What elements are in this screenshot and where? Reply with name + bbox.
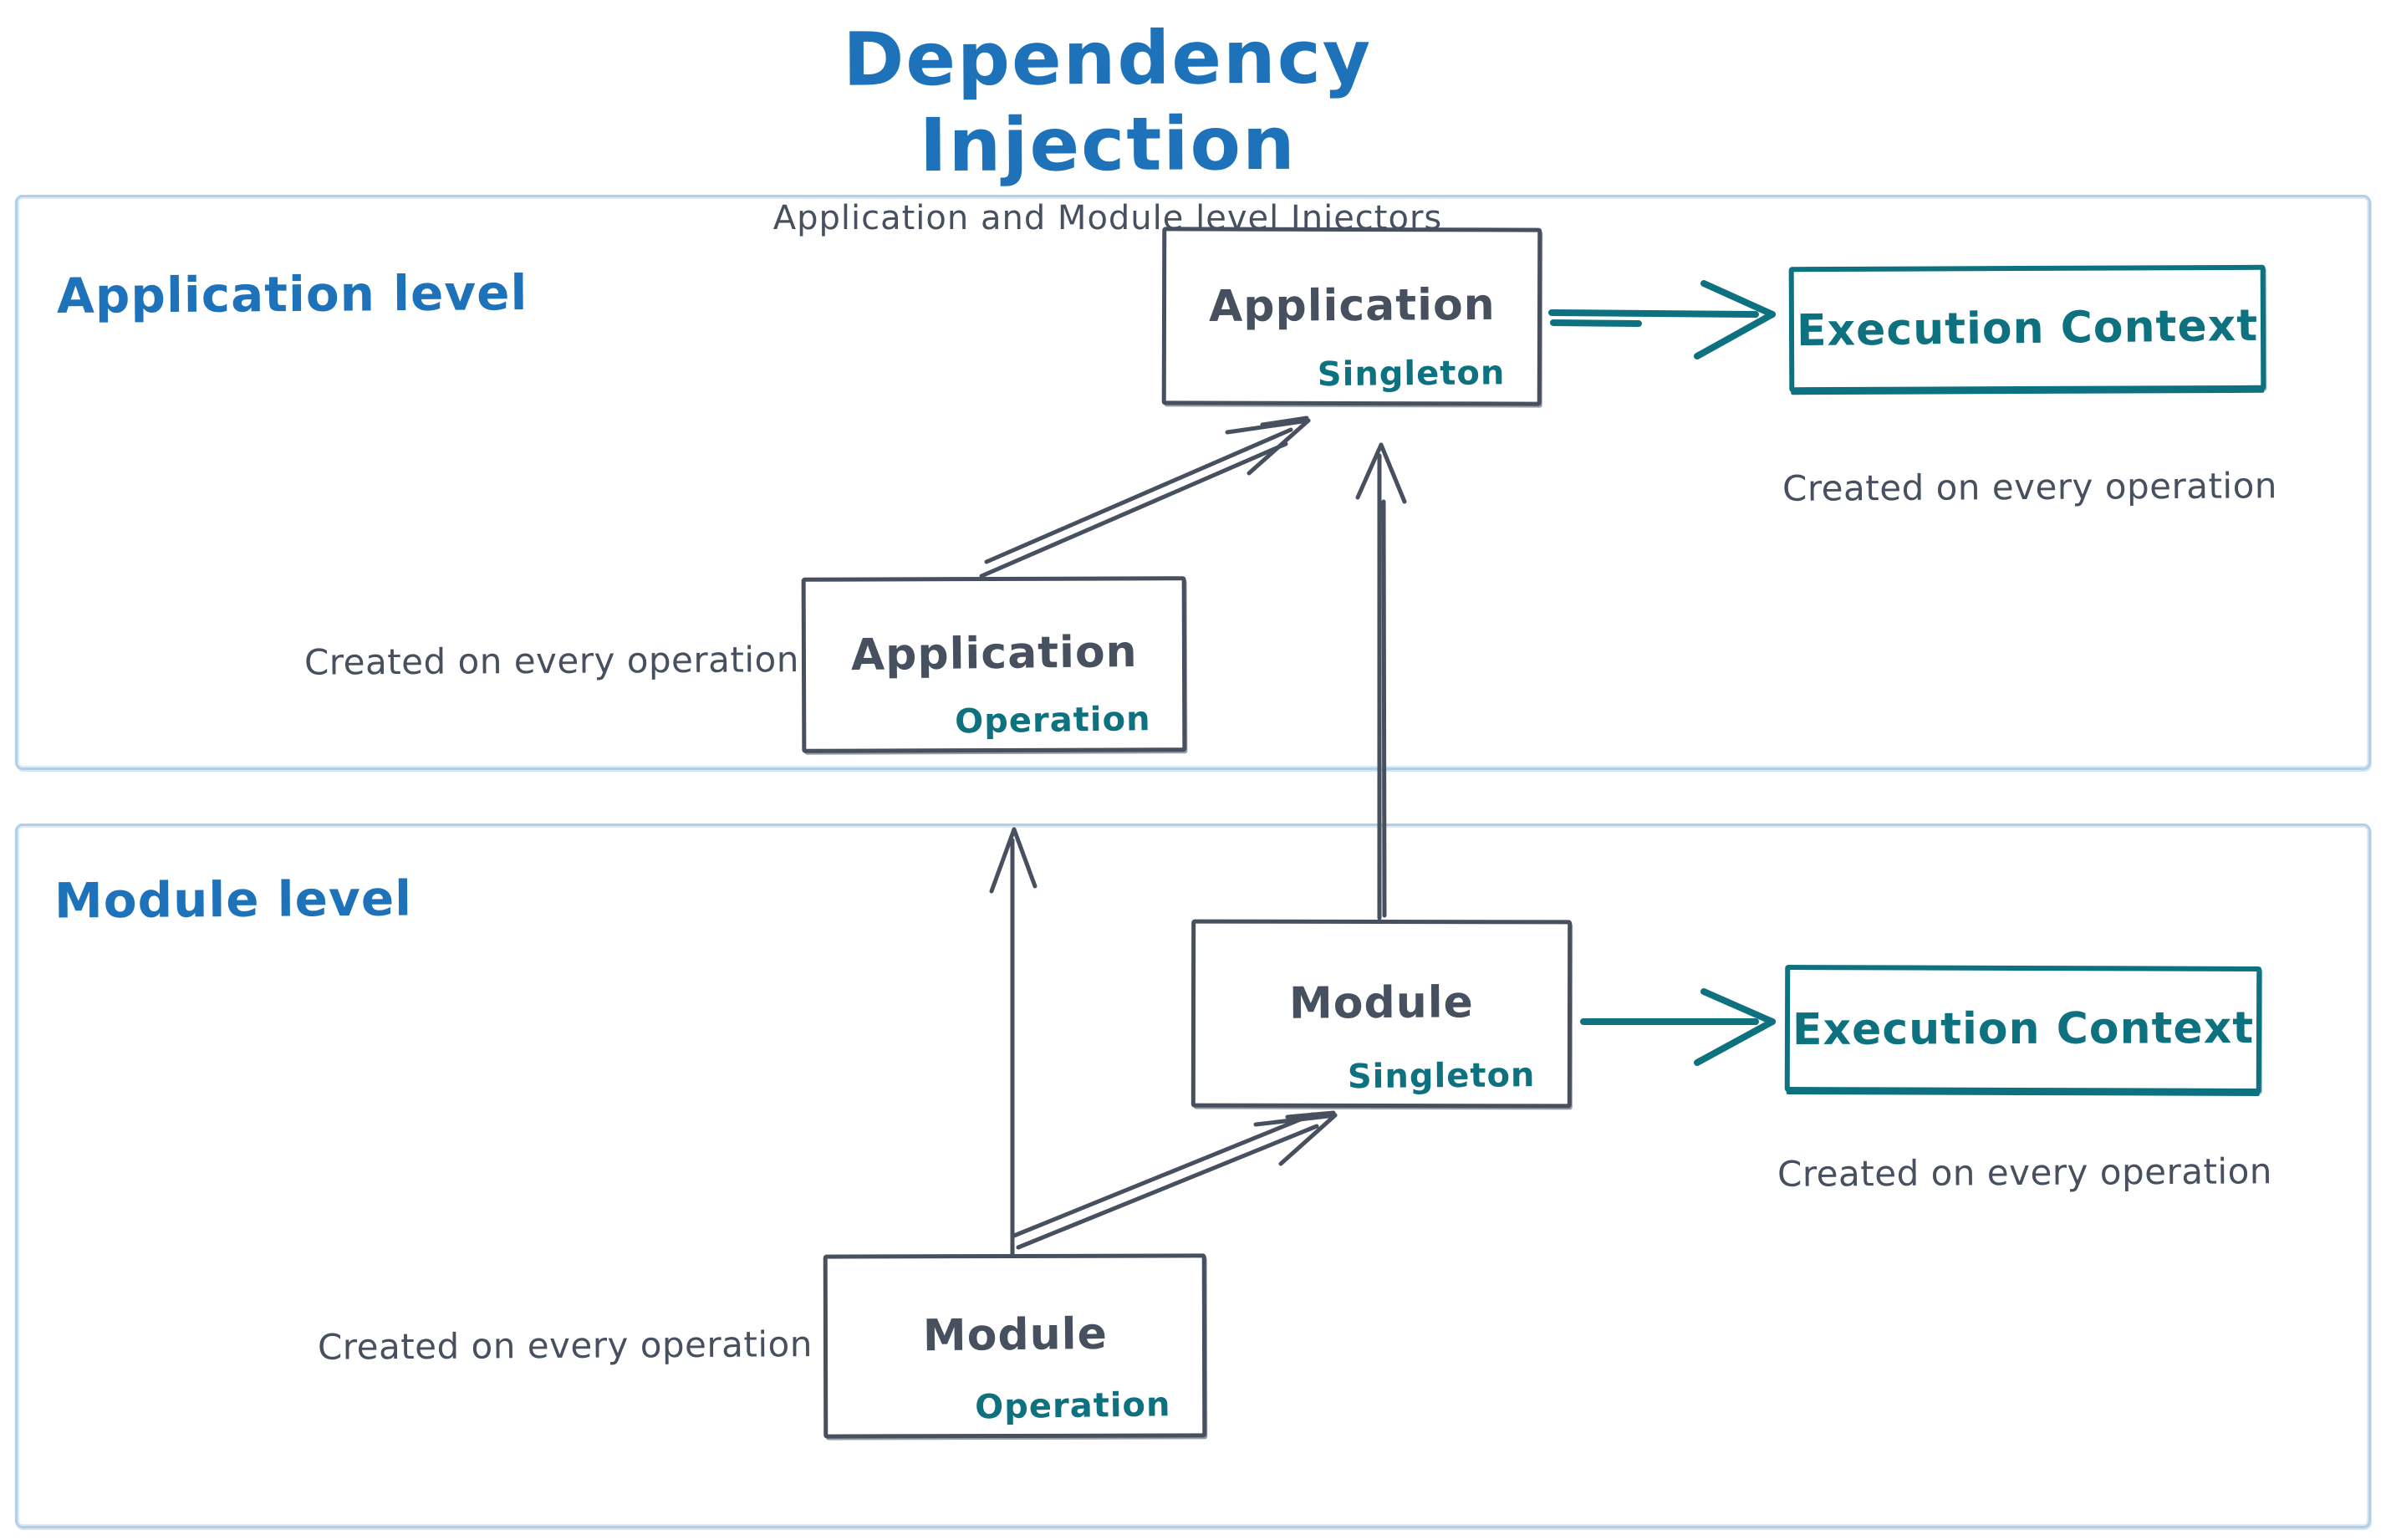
application-singleton-badge: Singleton <box>1318 354 1506 395</box>
application-operation-title: Application <box>850 626 1138 681</box>
page-title: Dependency Injection <box>843 13 1373 189</box>
module-operation-title: Module <box>922 1308 1108 1362</box>
module-level-panel <box>15 824 2371 1528</box>
module-execution-context-box: Execution Context <box>1784 965 2262 1094</box>
application-operation-badge: Operation <box>954 700 1151 742</box>
module-operation-box: Module Operation <box>823 1253 1207 1439</box>
application-singleton-title: Application <box>1208 279 1496 332</box>
application-operation-caption: Created on every operation <box>303 639 800 683</box>
module-execution-caption: Created on every operation <box>1777 1150 2273 1195</box>
application-level-label: Application level <box>56 264 528 324</box>
module-level-label: Module level <box>54 869 413 930</box>
module-execution-context-title: Execution Context <box>1792 1003 2255 1055</box>
application-operation-box: Application Operation <box>801 576 1187 753</box>
module-operation-badge: Operation <box>974 1385 1171 1427</box>
module-singleton-badge: Singleton <box>1348 1056 1537 1097</box>
application-singleton-box: Application Singleton <box>1161 227 1542 406</box>
application-level-panel <box>15 195 2371 770</box>
application-execution-caption: Created on every operation <box>1782 465 2278 509</box>
application-execution-context-box: Execution Context <box>1788 264 2266 393</box>
application-execution-context-title: Execution Context <box>1796 300 2259 357</box>
module-singleton-box: Module Singleton <box>1190 919 1573 1109</box>
module-operation-caption: Created on every operation <box>317 1323 813 1368</box>
module-singleton-title: Module <box>1288 977 1475 1029</box>
